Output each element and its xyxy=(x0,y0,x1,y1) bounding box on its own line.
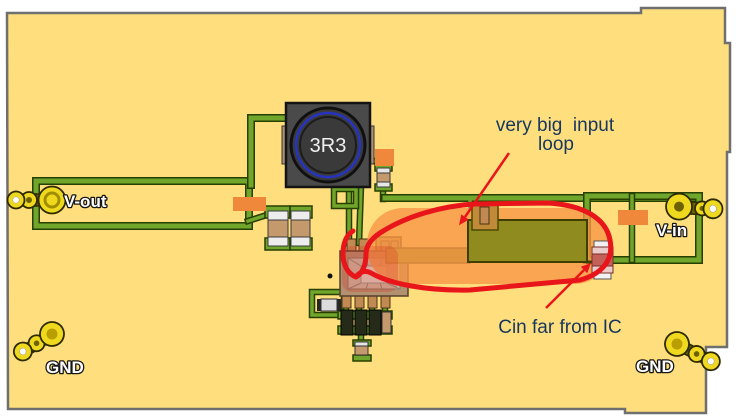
board-outline xyxy=(5,6,732,415)
gnd-right-label: GND xyxy=(636,357,674,376)
arrowhead xyxy=(580,263,591,274)
output-capacitors xyxy=(267,210,311,247)
gnd-left-label: GND xyxy=(46,358,84,377)
vout-connector xyxy=(6,185,67,215)
vout-label: V-out xyxy=(64,192,107,211)
loop-note-line2: loop xyxy=(538,134,574,155)
ic-red-tint xyxy=(342,246,398,292)
cin-note: Cin far from IC xyxy=(498,317,622,338)
gnd-connector-left xyxy=(12,321,65,362)
input-loop-annotation xyxy=(340,200,614,293)
orange-markers xyxy=(233,149,648,225)
gnd-connector-right xyxy=(664,331,721,372)
arrowhead xyxy=(459,214,469,226)
loop-arrow xyxy=(459,152,511,226)
cin-arrow xyxy=(545,263,591,309)
input-pad-structure xyxy=(471,202,499,231)
feedback-resistor xyxy=(374,163,393,192)
inductor-value-label: 3R3 xyxy=(310,135,347,157)
small-components xyxy=(317,298,392,356)
vin-connector xyxy=(665,192,724,221)
fiducial-dot xyxy=(327,273,333,279)
loop-note-line1: very big input xyxy=(496,115,615,136)
vin-label: V-in xyxy=(656,221,687,240)
power-inductor: 3R3 xyxy=(281,101,375,189)
